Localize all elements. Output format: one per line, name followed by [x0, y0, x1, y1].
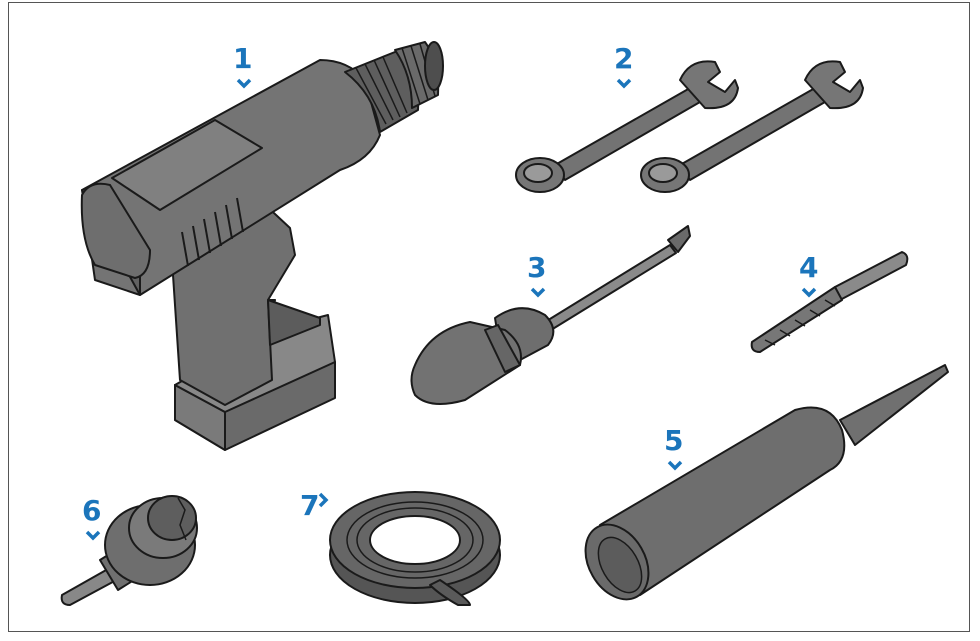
callout-number: 1 — [233, 42, 252, 75]
callout-4: 4 — [799, 251, 818, 298]
callout-number: 6 — [82, 494, 101, 527]
hole-saw-icon — [60, 495, 198, 606]
chevron-right-icon — [318, 492, 329, 508]
tape-roll-icon — [329, 491, 501, 606]
callout-2: 2 — [614, 42, 633, 89]
callout-number: 5 — [664, 424, 683, 457]
callout-5: 5 — [664, 424, 683, 471]
chevron-down-icon — [667, 460, 683, 471]
callout-number: 3 — [527, 251, 546, 284]
chevron-down-icon — [801, 287, 817, 298]
chevron-down-icon — [236, 78, 252, 89]
chevron-down-icon — [616, 78, 632, 89]
callout-number: 4 — [799, 251, 818, 284]
callout-number: 7 — [300, 489, 319, 522]
cordless-drill-icon — [80, 41, 444, 451]
screwdriver-icon — [410, 225, 691, 405]
chevron-down-icon — [530, 287, 546, 298]
callout-7: 7 — [300, 489, 329, 522]
sealant-tube-icon — [584, 364, 949, 601]
callout-3: 3 — [527, 251, 546, 298]
spanners-icon — [515, 60, 864, 193]
callout-6: 6 — [82, 494, 101, 541]
drill-bit-icon — [750, 251, 909, 353]
chevron-down-icon — [85, 530, 101, 541]
callout-1: 1 — [233, 42, 252, 89]
callout-number: 2 — [614, 42, 633, 75]
